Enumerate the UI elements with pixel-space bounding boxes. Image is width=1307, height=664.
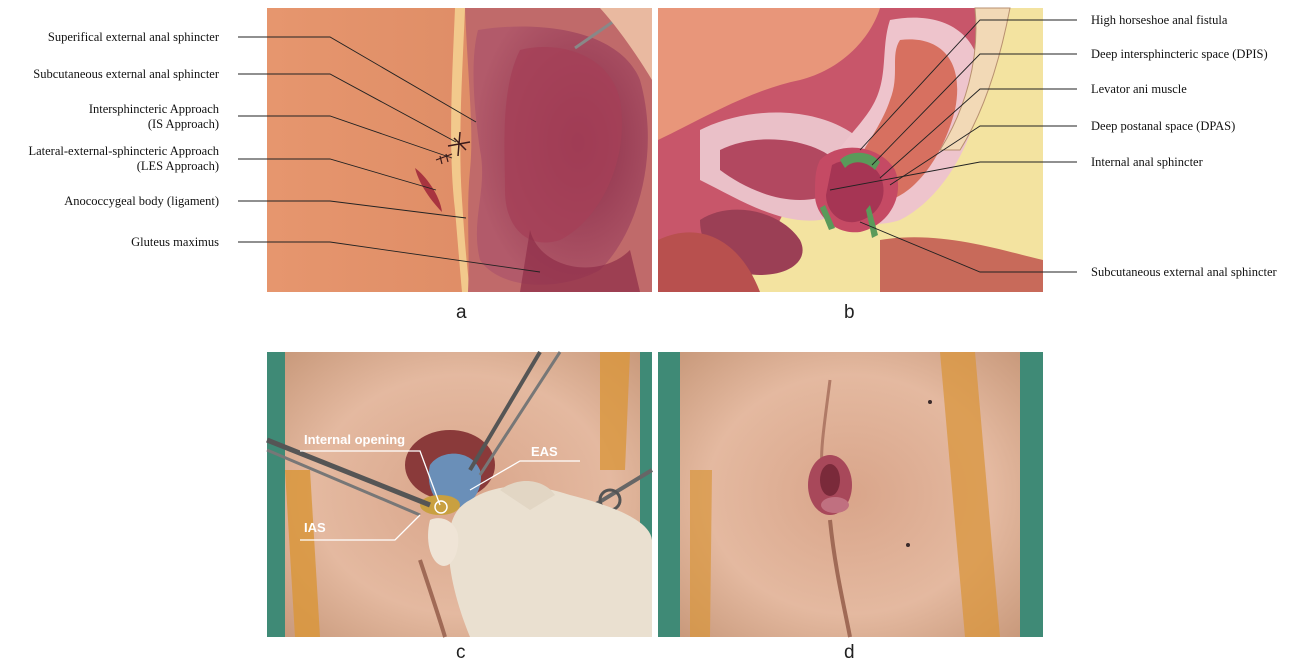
label-dpas: Deep postanal space (DPAS) <box>1091 119 1235 134</box>
label-les-approach: Lateral-external-sphincteric Approach (L… <box>28 144 219 174</box>
label-gluteus-maximus: Gluteus maximus <box>131 235 219 250</box>
photo-label-eas: EAS <box>531 444 558 459</box>
label-levator-ani: Levator ani muscle <box>1091 82 1187 97</box>
label-is-approach: Intersphincteric Approach (IS Approach) <box>89 102 219 132</box>
panel-c-photo: Internal opening EAS IAS <box>267 352 652 637</box>
label-high-horseshoe-fistula: High horseshoe anal fistula <box>1091 13 1227 28</box>
label-subcutaneous-eas: Subcutaneous external anal sphincter <box>33 67 219 82</box>
label-internal-anal-sphincter: Internal anal sphincter <box>1091 155 1203 170</box>
panel-b-illustration <box>658 8 1043 292</box>
label-dpis: Deep intersphincteric space (DPIS) <box>1091 47 1268 62</box>
panel-d-photo <box>658 352 1043 637</box>
panel-letter-a: a <box>456 302 467 324</box>
label-subcutaneous-eas-b: Subcutaneous external anal sphincter <box>1091 265 1277 280</box>
panel-letter-b: b <box>844 302 855 324</box>
label-superficial-eas: Superifical external anal sphincter <box>48 30 219 45</box>
photo-label-internal-opening: Internal opening <box>304 432 405 447</box>
label-anococcygeal-body: Anococcygeal body (ligament) <box>64 194 219 209</box>
photo-label-ias: IAS <box>304 520 326 535</box>
panel-letter-c: c <box>456 642 466 664</box>
panel-letter-d: d <box>844 642 855 664</box>
panel-a-illustration <box>267 8 652 292</box>
